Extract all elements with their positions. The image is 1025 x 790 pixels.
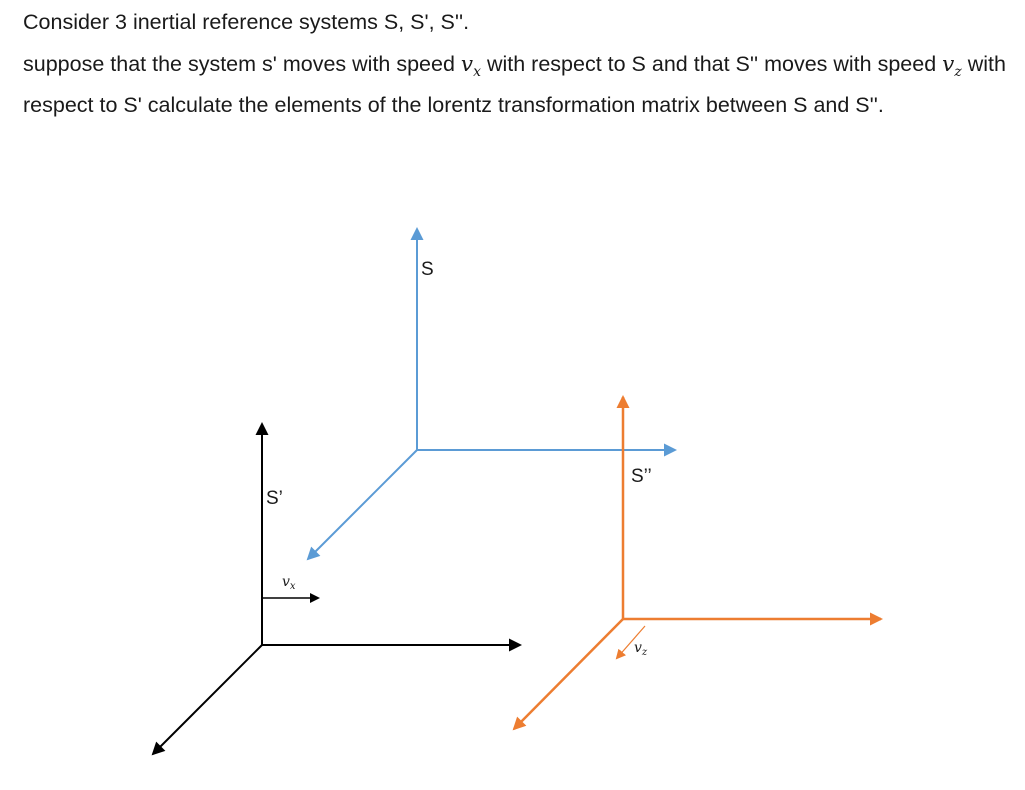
problem-line-1: Consider 3 inertial reference systems S,…	[23, 10, 470, 34]
label-s-double-prime: S’’	[631, 466, 652, 487]
frame-s-prime: S’ vx	[151, 422, 522, 756]
velocity-z-arrow	[615, 625, 646, 660]
problem-text-c: with respect to S' calculate the element…	[23, 52, 1006, 117]
velocity-x-label: vx	[282, 574, 296, 592]
s-z-axis	[306, 449, 418, 561]
problem-text-a: suppose that the system s' moves with sp…	[23, 52, 455, 76]
s-double-prime-z-axis	[512, 618, 624, 731]
vx-symbol: vx	[460, 52, 481, 80]
problem-text: Consider 3 inertial reference systems S,…	[23, 6, 1008, 122]
problem-paragraph-2: suppose that the system s' moves with sp…	[23, 48, 1008, 122]
frame-s: S	[306, 227, 677, 561]
label-s: S	[421, 259, 434, 280]
velocity-z-label: vz	[634, 640, 648, 658]
frame-s-double-prime: S’’ vz	[512, 395, 883, 731]
vz-symbol: vz	[942, 52, 962, 80]
problem-text-b: with respect to S and that S'' moves wit…	[486, 52, 937, 76]
s-prime-z-axis	[151, 644, 263, 756]
label-s-prime: S’	[266, 488, 283, 509]
